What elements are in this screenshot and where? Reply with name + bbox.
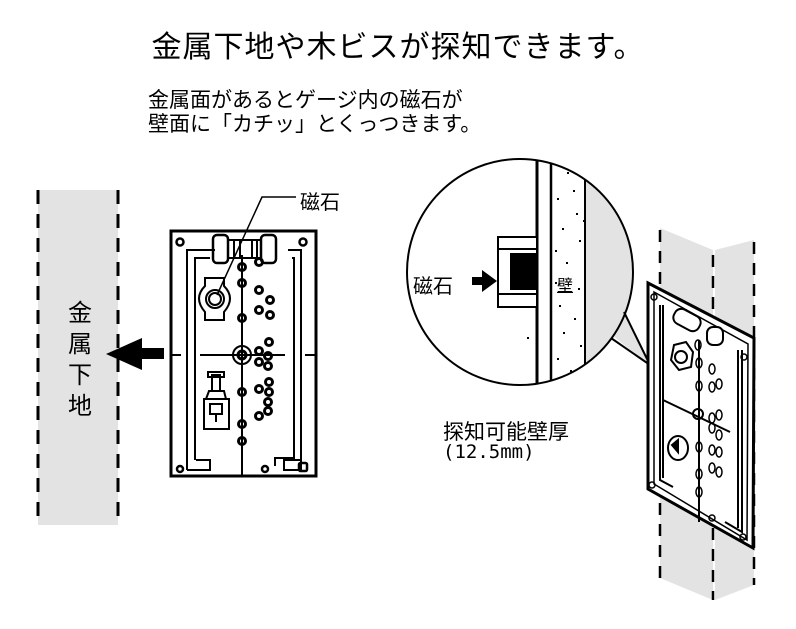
metal-stud-left — [36, 190, 120, 525]
wall-label: 壁 — [557, 276, 574, 295]
metal-stud-label-char: 属 — [68, 330, 92, 358]
thickness-value: (12.5mm) — [443, 441, 535, 463]
wall-speckles — [527, 172, 585, 372]
description-line-1: 金属面があるとゲージ内の磁石が — [148, 88, 463, 112]
metal-stud-label-char: 下 — [68, 361, 92, 389]
magnet-callout-label: 磁石 — [300, 190, 340, 214]
thickness-label: 探知可能壁厚 — [443, 420, 569, 444]
gauge-perspective-view — [646, 280, 756, 551]
arrow-left-icon — [106, 338, 164, 370]
metal-stud-label-char: 金 — [68, 299, 92, 327]
description-line-2: 壁面に「カチッ」とくっつきます。 — [148, 112, 482, 136]
gauge-front-view — [169, 229, 318, 478]
magnet-leader-line — [216, 196, 296, 296]
headline: 金属下地や木ビスが探知できます。 — [151, 30, 645, 65]
zoom-magnet-label: 磁石 — [413, 274, 453, 298]
metal-stud-label: 金属下地 — [62, 298, 98, 422]
metal-stud-label-char: 地 — [68, 392, 92, 420]
